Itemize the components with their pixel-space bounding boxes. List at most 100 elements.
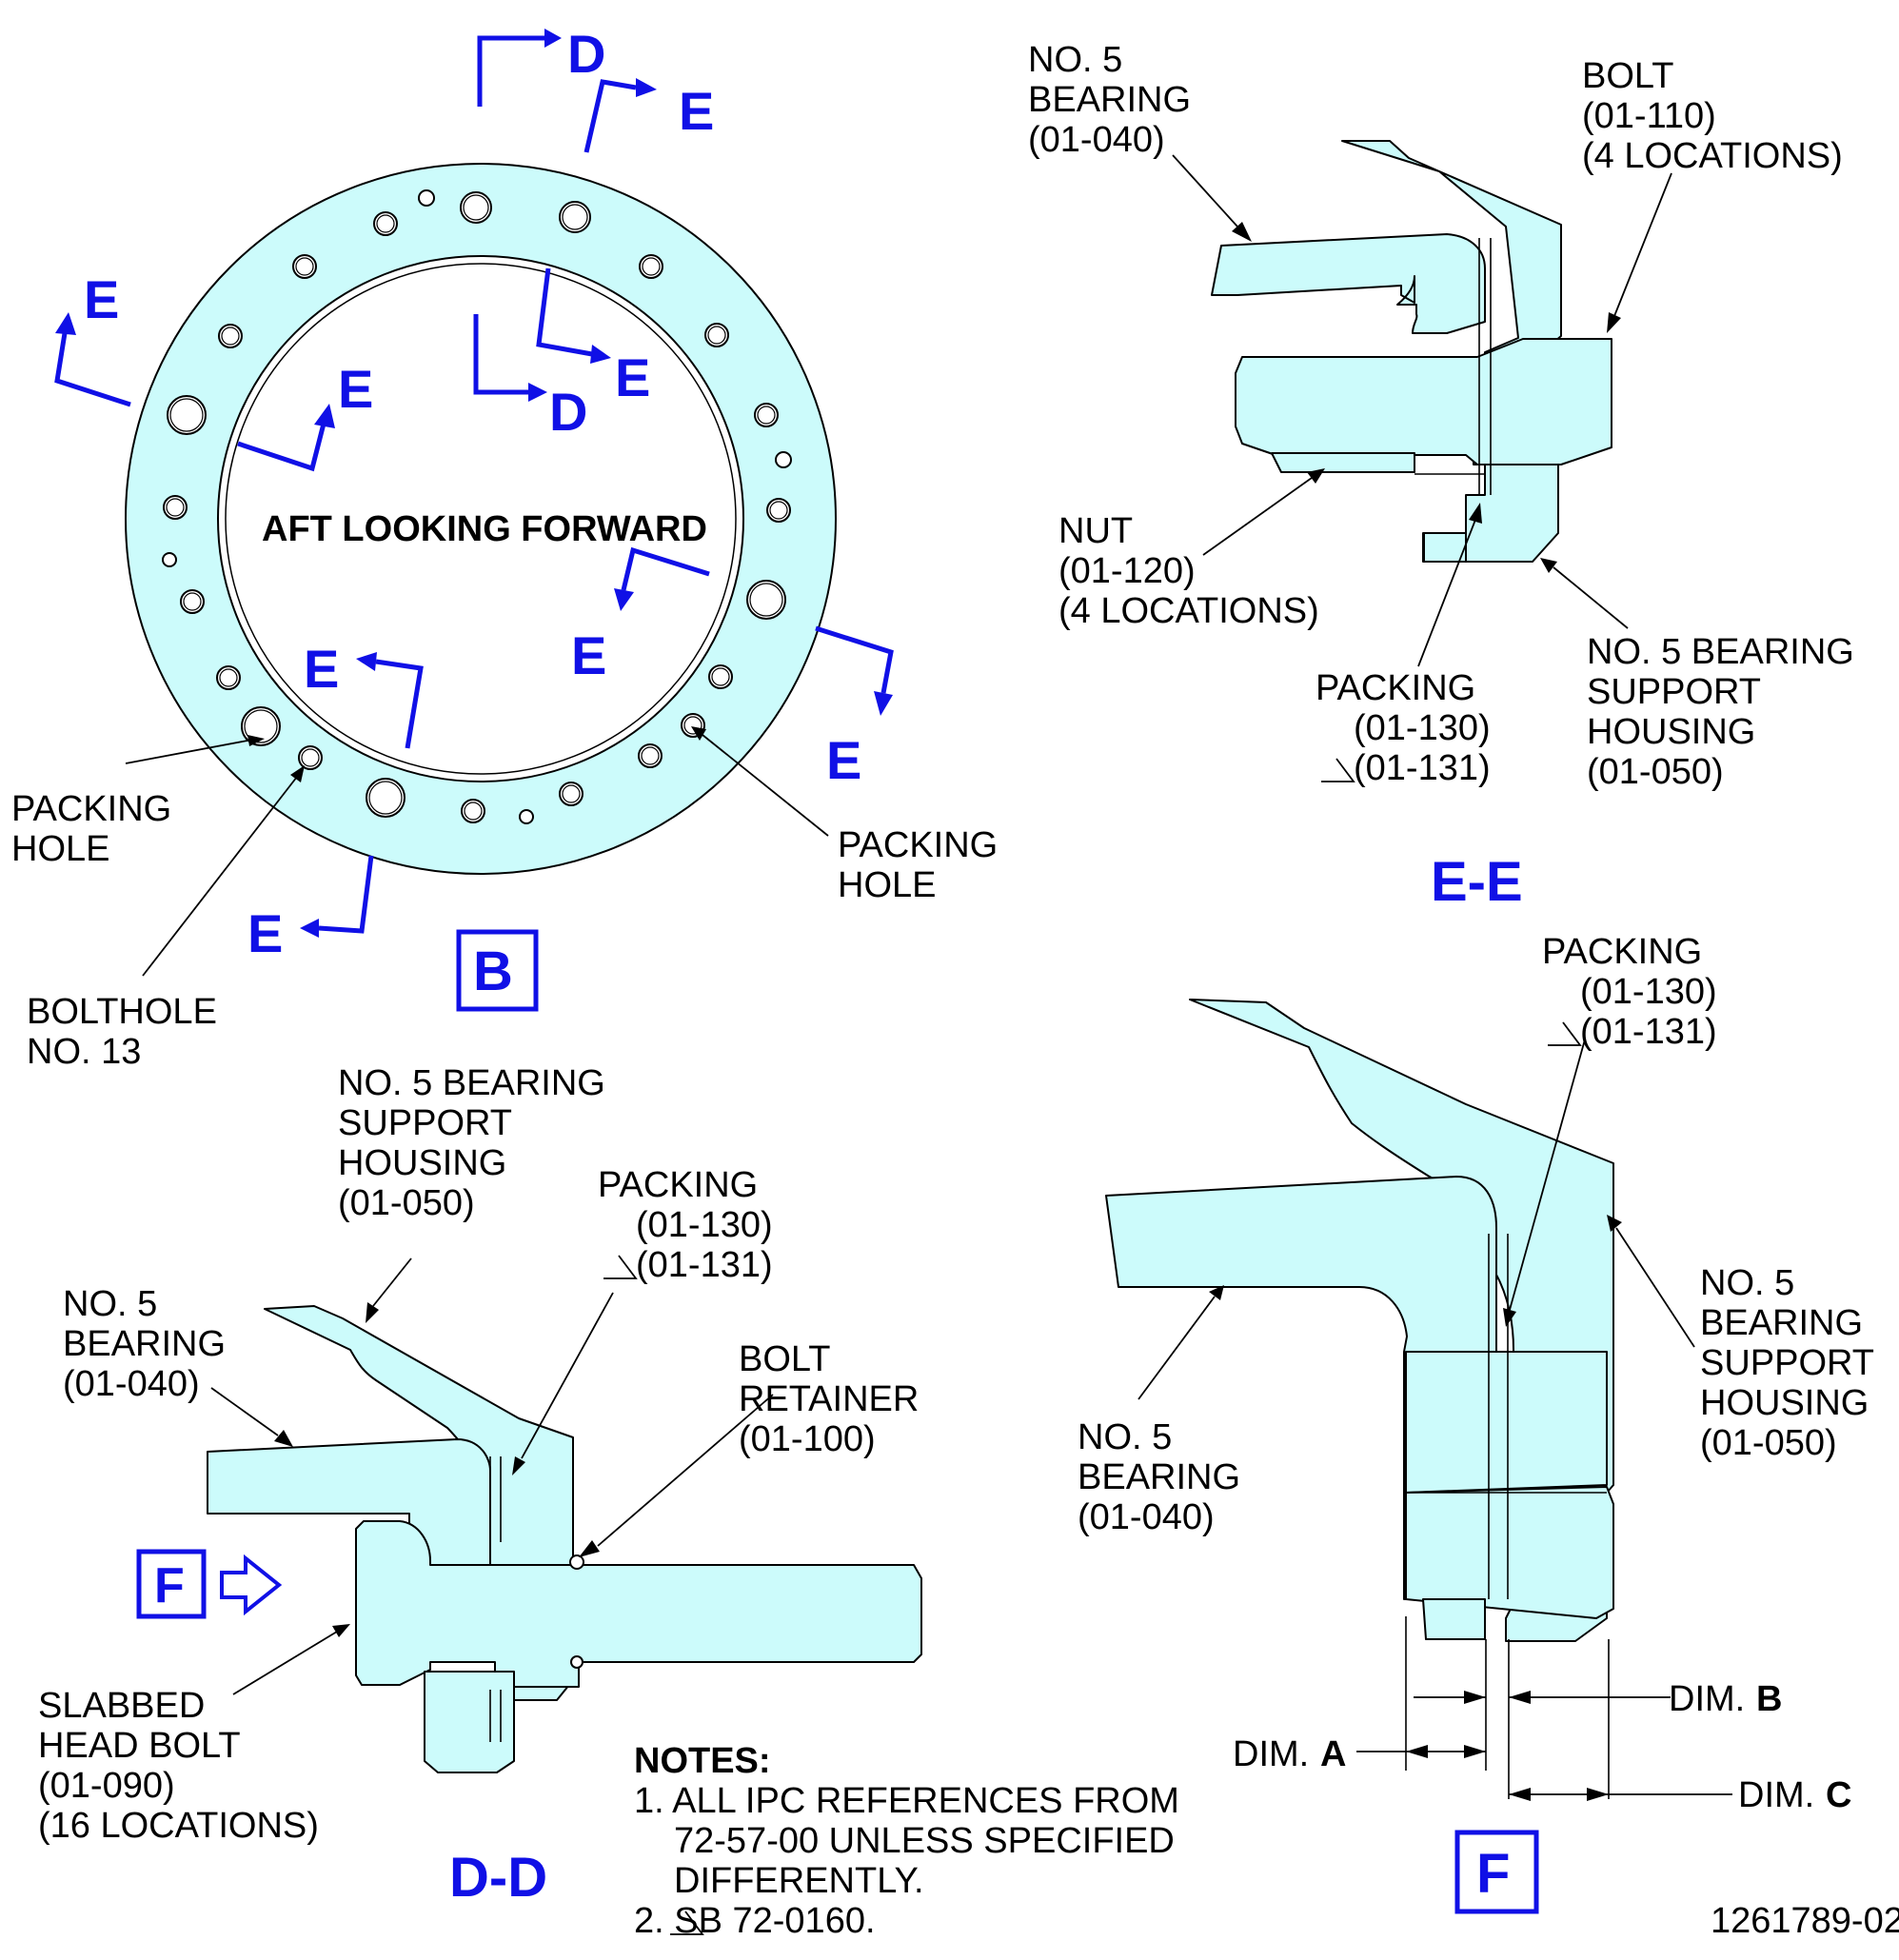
f-bearing-section — [1105, 1176, 1497, 1600]
dd-housing-line4: (01-050) — [338, 1183, 475, 1223]
bolt-hole-inner — [376, 214, 395, 233]
view-dd-title: D-D — [449, 1847, 547, 1909]
view-f-title: F — [1476, 1843, 1510, 1905]
leader-line — [1613, 172, 1672, 317]
f-bolt-stack — [1405, 1351, 1608, 1494]
bolt-hole-inner — [757, 406, 776, 425]
bolt-hole — [292, 254, 317, 279]
sb-flag-icon — [1321, 758, 1355, 782]
leader-line — [1417, 519, 1476, 667]
bolt-hole-inner — [562, 784, 581, 803]
arrowhead-icon — [332, 1624, 350, 1637]
bolt-holes — [162, 189, 792, 824]
arrowhead-icon — [1587, 1788, 1609, 1801]
leader-line — [1172, 154, 1238, 228]
bearing-section — [1211, 233, 1486, 334]
leader-line — [210, 1387, 279, 1436]
dd-packing-line2: (01-130) — [636, 1205, 773, 1245]
view-direction-arrow-icon — [220, 1554, 283, 1616]
arrowhead-icon — [1469, 503, 1482, 524]
f-housing-line2: BEARING — [1700, 1303, 1863, 1343]
section-arrow-icon — [874, 691, 893, 716]
dd-packing-line3: (01-131) — [636, 1245, 773, 1285]
arrowhead-icon — [1607, 312, 1621, 333]
section-cut-e-inner-right — [621, 546, 710, 591]
ring-bore — [217, 255, 744, 782]
section-cut-e-inner-top — [536, 267, 593, 357]
note-1-cont: 72-57-00 UNLESS SPECIFIED — [674, 1821, 1175, 1861]
view-f-box — [1454, 1830, 1539, 1914]
view-f: DIM. B DIM. A DIM. C PACKING (01-130) (0… — [1078, 932, 1874, 1914]
view-f-indicator-box — [136, 1549, 207, 1619]
dd-bolt-line3: (01-090) — [38, 1766, 175, 1806]
bolt-hole-inner — [244, 709, 278, 743]
extension-line — [1405, 1616, 1610, 1799]
bolt-hole-inner — [749, 583, 783, 617]
packing-groove — [1488, 1234, 1509, 1599]
dd-bearing-line1: NO. 5 — [63, 1284, 157, 1324]
ee-nut-line3: (4 LOCATIONS) — [1058, 591, 1319, 631]
packing-groove — [1478, 238, 1492, 495]
section-label-e-inner-bottom: E — [304, 639, 339, 699]
arrowhead-icon — [274, 1430, 293, 1447]
retainer-dot — [569, 1554, 584, 1570]
dd-bearing-line2: BEARING — [63, 1324, 226, 1364]
packing-hole-right-line2: HOLE — [838, 865, 936, 905]
ee-bolt-line1: BOLT — [1582, 56, 1673, 96]
packing-hole-right-line1: PACKING — [838, 825, 998, 865]
bolt-hole-inner — [562, 204, 588, 230]
view-ee-title: E-E — [1431, 851, 1523, 913]
ee-packing-line3: (01-131) — [1354, 748, 1491, 788]
bolt-hole-inner — [295, 257, 314, 276]
note-1: 1. ALL IPC REFERENCES FROM — [634, 1781, 1179, 1821]
leader-line — [372, 1257, 412, 1307]
arrowhead-icon — [691, 726, 706, 741]
dd-bolt-section — [355, 1520, 922, 1688]
section-label-e-left: E — [84, 269, 119, 329]
arrowhead-icon — [366, 1302, 379, 1323]
arrowhead-icon — [1307, 468, 1325, 484]
bolt-hole-inner — [169, 398, 204, 432]
section-label-e-inner-right: E — [571, 625, 606, 685]
ee-housing-line2: SUPPORT — [1587, 672, 1761, 712]
section-label-e-bottom: E — [247, 903, 283, 963]
bolt-hole-inner — [368, 781, 403, 815]
bolt-hole — [559, 201, 591, 233]
ee-bolt-line3: (4 LOCATIONS) — [1582, 136, 1843, 176]
ee-nut-line1: NUT — [1058, 511, 1133, 551]
f-bearing-line2: BEARING — [1078, 1457, 1240, 1497]
packing-hole-left-line2: HOLE — [11, 829, 109, 869]
arrowhead-icon — [512, 1456, 525, 1475]
ee-bolt-line2: (01-110) — [1582, 96, 1716, 136]
leader-line — [702, 734, 829, 837]
f-bearing-line1: NO. 5 — [1078, 1417, 1172, 1457]
bolt-hole — [519, 809, 534, 824]
leader-line — [1202, 477, 1313, 556]
view-b-label: B — [473, 940, 513, 1002]
bolt-hole-inner — [166, 498, 185, 517]
sb-flag-icon — [603, 1255, 638, 1279]
arrowhead-icon — [247, 735, 265, 746]
bolt-hole — [746, 580, 786, 620]
f-packing-line1: PACKING — [1542, 932, 1702, 972]
leader-line — [1137, 1296, 1216, 1400]
bolt-hole-inner — [219, 668, 238, 687]
dd-bolt-line2: HEAD BOLT — [38, 1726, 241, 1766]
dd-housing-line2: SUPPORT — [338, 1103, 512, 1143]
bolt-hole-inner — [707, 326, 726, 345]
sb-flag-icon — [670, 1911, 704, 1935]
bolt-hole-inner — [464, 802, 483, 821]
f-packing-line2: (01-130) — [1580, 972, 1717, 1012]
bolt-hole-inner — [183, 592, 202, 611]
view-f-indicator-label: F — [154, 1558, 185, 1614]
bolt-hole-inner — [221, 327, 240, 346]
section-arrow-icon — [590, 345, 611, 364]
f-housing-line1: NO. 5 — [1700, 1263, 1794, 1303]
bolt-hole — [366, 778, 406, 818]
ee-housing-line1: NO. 5 BEARING — [1587, 632, 1854, 672]
bolt-hole — [460, 191, 492, 224]
arrowhead-icon — [1464, 1745, 1486, 1758]
f-housing-line3: SUPPORT — [1700, 1343, 1874, 1383]
section-label-e-right: E — [826, 730, 861, 790]
